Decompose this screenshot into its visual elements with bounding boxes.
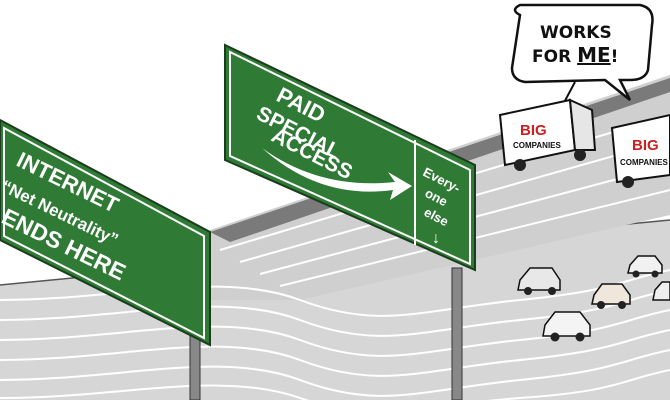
bubble-line2-suffix: ! xyxy=(611,47,619,67)
truck-1-brand: BIG xyxy=(520,122,547,139)
down-arrow-icon: ↓ xyxy=(432,230,440,247)
truck-wheel xyxy=(514,159,526,171)
left-highway-sign: INTERNET “Net Neutrality” ENDS HERE xyxy=(0,118,211,347)
bubble-line1: WORKS xyxy=(540,23,612,43)
swoosh-arrow-icon xyxy=(262,148,412,200)
sign-post-left xyxy=(189,329,201,400)
paid-special-access-sign: PAID SPECIAL ACCESS Every- one else ↓ xyxy=(224,43,476,272)
car-5 xyxy=(652,281,670,301)
car-2 xyxy=(627,255,663,278)
truck-wheel xyxy=(622,176,634,188)
car-3 xyxy=(591,283,631,309)
truck-wheel xyxy=(574,149,586,161)
truck-2-brand: BIG xyxy=(632,137,659,154)
truck-1-sub: COMPANIES xyxy=(513,141,562,150)
bubble-line2-emphasis: ME xyxy=(577,43,611,67)
sign-post-right xyxy=(451,267,463,400)
car-1 xyxy=(517,267,561,295)
bubble-line2: FOR ME! xyxy=(532,43,618,67)
bubble-line2-prefix: FOR xyxy=(532,47,577,67)
car-4 xyxy=(542,311,591,342)
truck-1: BIG COMPANIES xyxy=(498,98,597,171)
truck-2: BIG COMPANIES xyxy=(610,113,670,188)
truck-2-sub: COMPANIES xyxy=(620,158,669,167)
